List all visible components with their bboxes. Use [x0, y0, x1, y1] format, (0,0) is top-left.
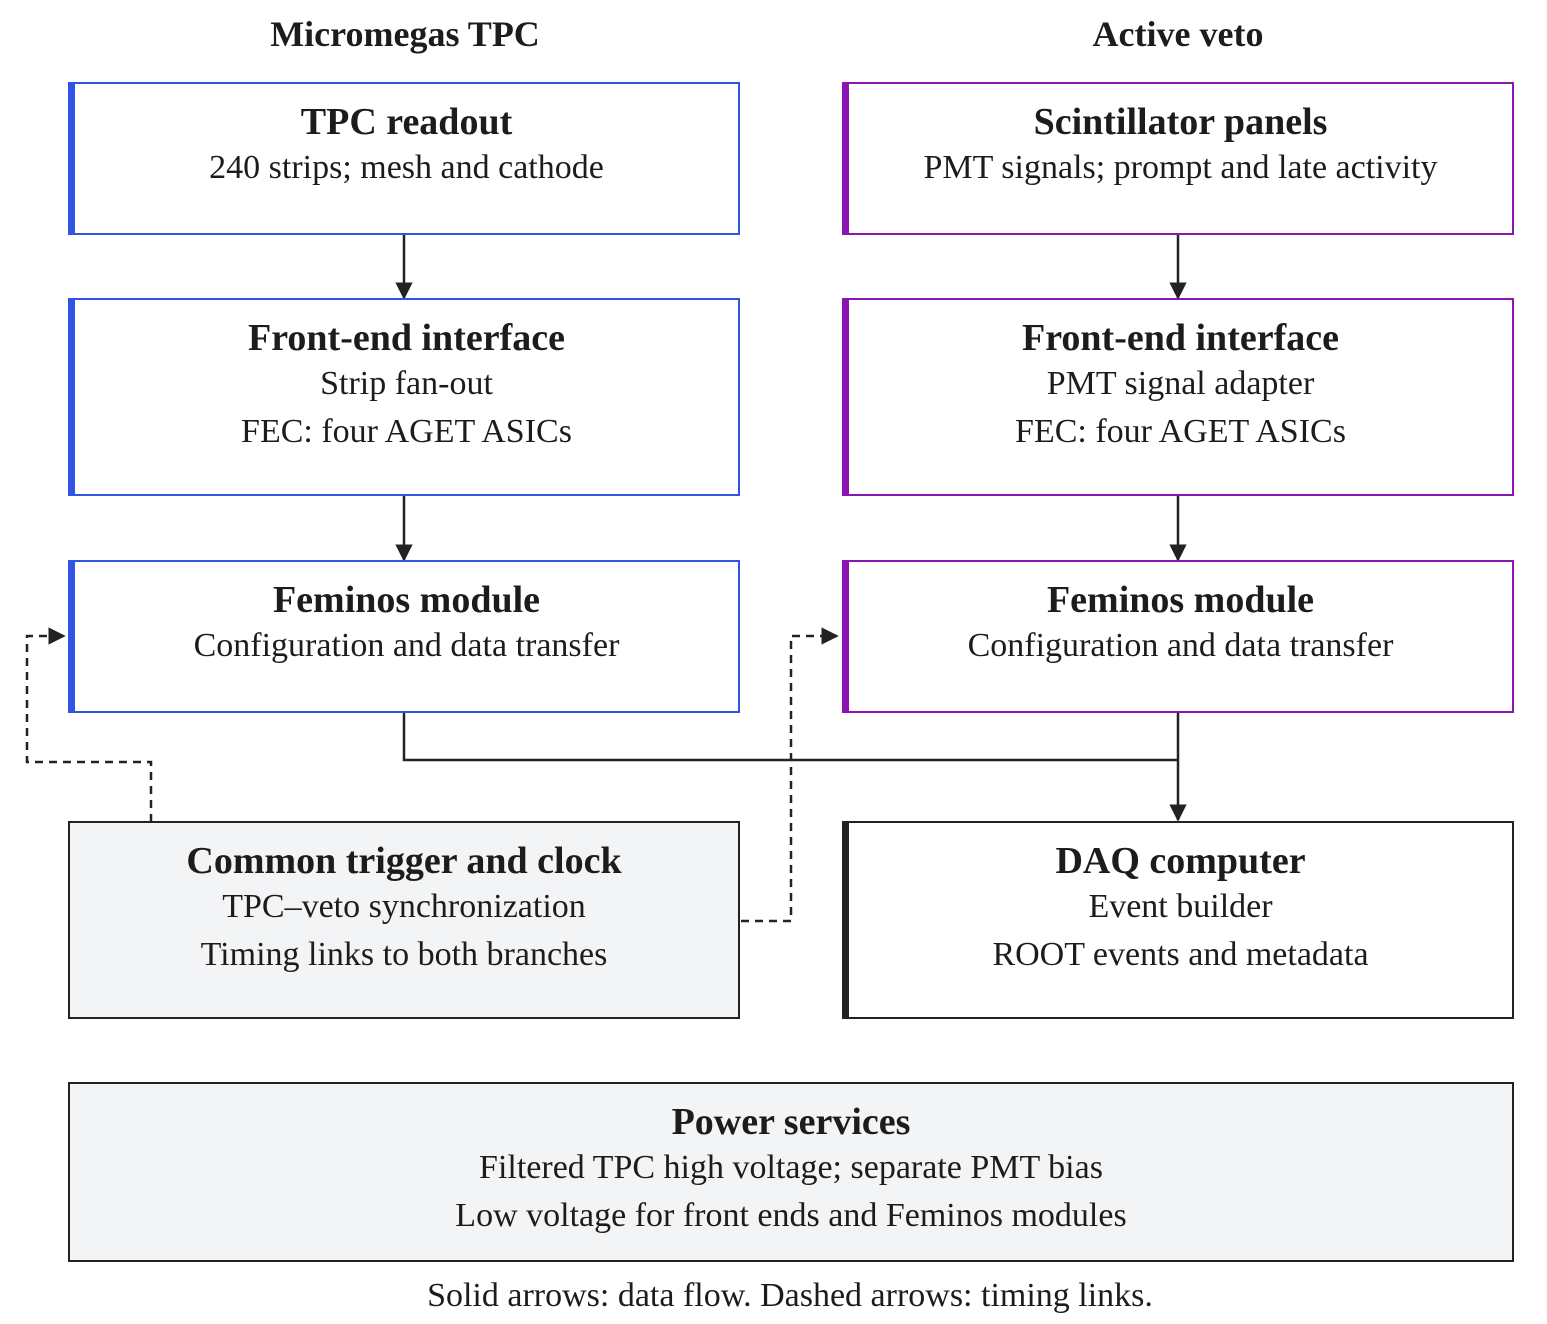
tpc-feminos-line-1: Configuration and data transfer — [193, 627, 620, 664]
daq-computer-box: DAQ computer Event builder ROOT events a… — [842, 821, 1514, 1019]
tpc-feminos-title: Feminos module — [272, 579, 541, 621]
tpc-readout-line-1: 240 strips; mesh and cathode — [209, 149, 604, 186]
veto-feminos-title: Feminos module — [1046, 579, 1315, 621]
power-services-title: Power services — [671, 1101, 911, 1143]
power-services-line-2: Low voltage for front ends and Feminos m… — [455, 1197, 1127, 1234]
veto-feminos-line-1: Configuration and data transfer — [967, 627, 1394, 664]
veto-frontend-line-2: FEC: four AGET ASICs — [1015, 413, 1346, 450]
tpc-feminos-box: Feminos module Configuration and data tr… — [68, 560, 740, 713]
power-services-line-1: Filtered TPC high voltage; separate PMT … — [479, 1149, 1103, 1186]
daq-computer-title: DAQ computer — [1055, 840, 1306, 882]
column-title-veto: Active veto — [1092, 14, 1264, 54]
tpc-frontend-box: Front-end interface Strip fan-out FEC: f… — [68, 298, 740, 496]
veto-panels-box: Scintillator panels PMT signals; prompt … — [842, 82, 1514, 235]
trigger-clock-title: Common trigger and clock — [186, 840, 622, 882]
daq-computer-line-1: Event builder — [1088, 888, 1273, 925]
tpc-readout-box: TPC readout 240 strips; mesh and cathode — [68, 82, 740, 235]
tpc-frontend-line-1: Strip fan-out — [320, 365, 493, 402]
tpc-readout-title: TPC readout — [300, 101, 513, 143]
trigger-clock-line-1: TPC–veto synchronization — [222, 888, 586, 925]
veto-frontend-line-1: PMT signal adapter — [1046, 365, 1315, 402]
veto-frontend-title: Front-end interface — [1022, 317, 1339, 359]
tpc-frontend-title: Front-end interface — [248, 317, 565, 359]
timing-link-to-veto-feminos — [741, 627, 839, 923]
trigger-clock-box: Common trigger and clock TPC–veto synchr… — [68, 821, 740, 1019]
column-title-tpc: Micromegas TPC — [270, 14, 540, 54]
daq-computer-line-2: ROOT events and metadata — [992, 936, 1369, 973]
power-services-box: Power services Filtered TPC high voltage… — [68, 1082, 1514, 1262]
timing-link-to-tpc-feminos — [25, 627, 153, 822]
tpc-frontend-line-2: FEC: four AGET ASICs — [241, 413, 572, 450]
veto-frontend-box: Front-end interface PMT signal adapter F… — [842, 298, 1514, 496]
arrow-tpc-feminos-to-daq — [402, 712, 1178, 762]
veto-feminos-box: Feminos module Configuration and data tr… — [842, 560, 1514, 713]
trigger-clock-line-2: Timing links to both branches — [200, 936, 608, 973]
veto-panels-title: Scintillator panels — [1033, 101, 1328, 143]
legend-caption: Solid arrows: data flow. Dashed arrows: … — [427, 1277, 1153, 1314]
veto-panels-line-1: PMT signals; prompt and late activity — [923, 149, 1438, 186]
